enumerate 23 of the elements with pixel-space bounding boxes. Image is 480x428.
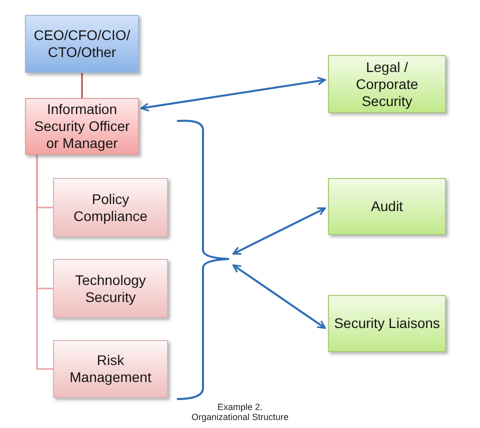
double-headed-arrow — [140, 76, 326, 112]
role-box — [25, 98, 139, 155]
role-title: Legal / Corporate Security — [354, 58, 420, 110]
role-box — [328, 295, 446, 352]
double-headed-arrow — [232, 207, 326, 255]
role-box — [53, 340, 168, 398]
role-box — [25, 15, 139, 73]
role-title: Risk Management — [68, 352, 152, 386]
role-title: Policy Compliance — [72, 190, 148, 224]
figure-caption: Example 2. Organizational Structure — [190, 402, 290, 422]
role-title: Audit — [371, 198, 403, 215]
role-box — [328, 178, 446, 235]
role-box — [328, 55, 446, 113]
role-title: Security Liaisons — [334, 315, 440, 332]
curly-brace — [176, 118, 230, 401]
connector-line — [81, 73, 83, 98]
role-title: Information Security Officer or Manager — [33, 101, 131, 152]
role-box — [53, 259, 168, 318]
role-box — [53, 178, 168, 237]
role-title: CEO/CFO/CIO/ CTO/Other — [32, 27, 132, 61]
role-title: Technology Security — [74, 272, 147, 306]
connector-line — [36, 155, 53, 370]
double-headed-arrow — [232, 264, 326, 329]
